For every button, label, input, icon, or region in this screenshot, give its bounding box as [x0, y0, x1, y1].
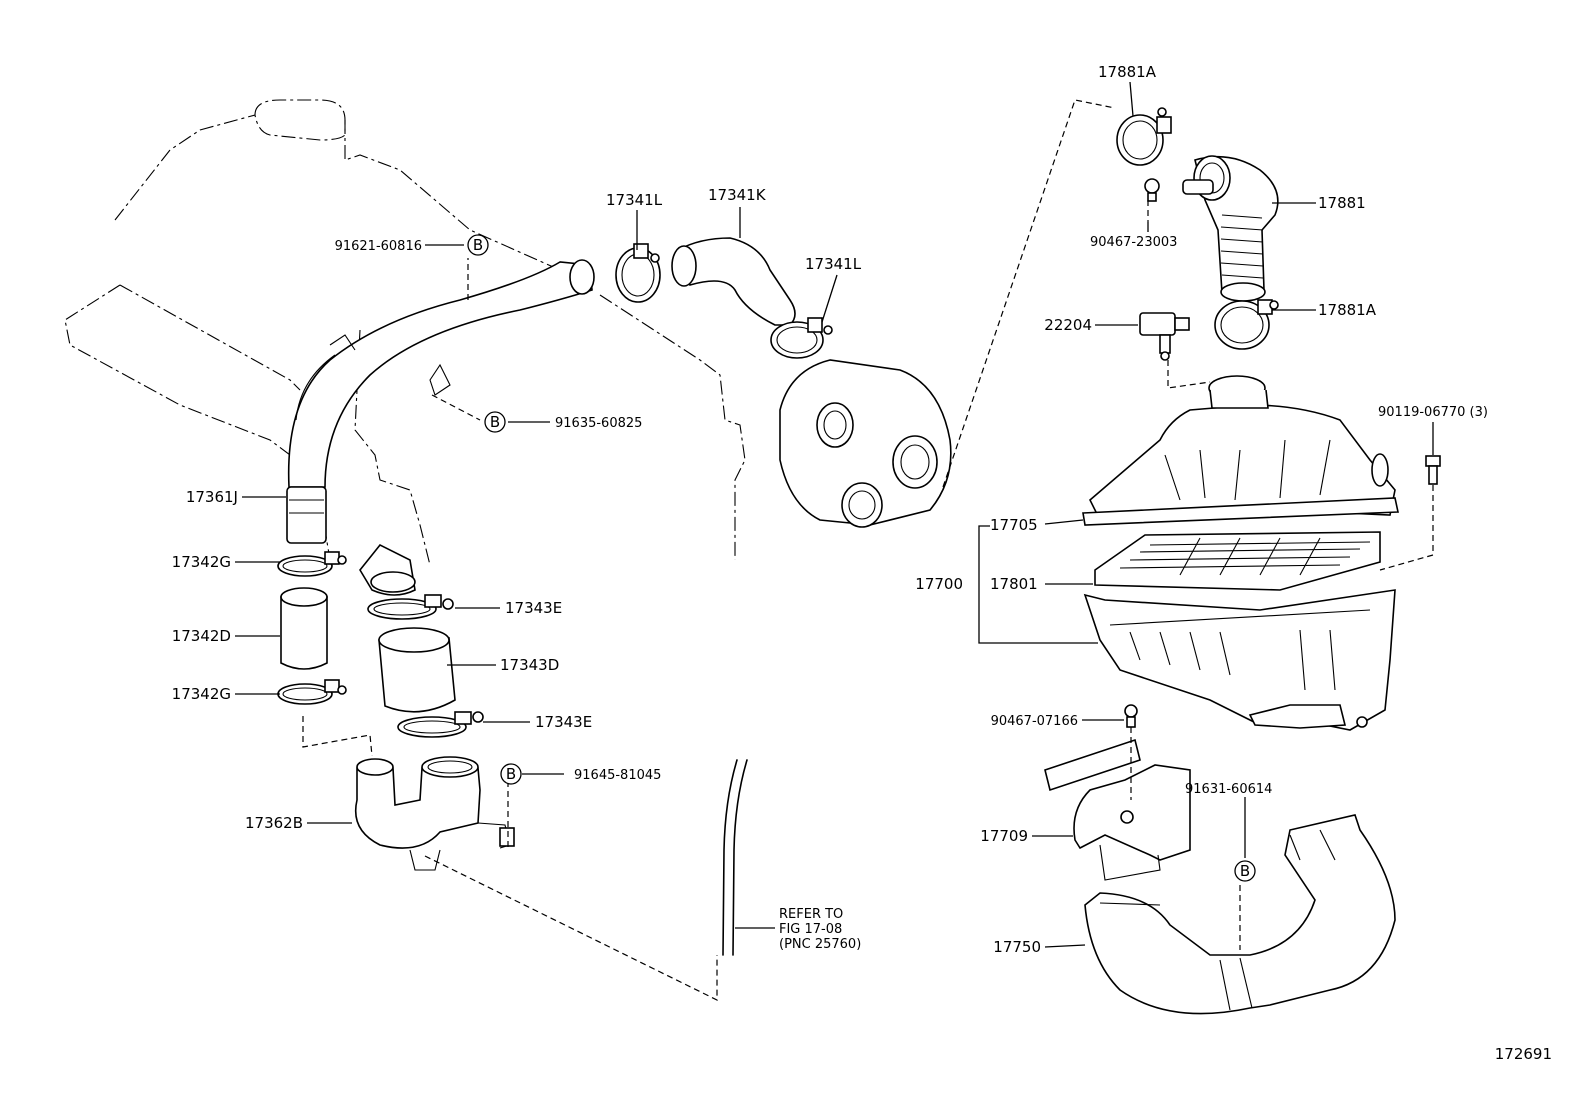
label-17801: 17801: [990, 575, 1038, 593]
label-91631-60614: 91631-60614: [1185, 782, 1272, 797]
label-91645-81045: 91645-81045: [574, 768, 661, 783]
hose-clamp-17343E-a: [367, 594, 454, 620]
hose-17341K: [671, 237, 796, 326]
air-cleaner-element-17801: [1094, 531, 1381, 591]
label-17362B: 17362B: [245, 814, 303, 832]
label-17343E-a: 17343E: [505, 599, 562, 617]
badge-b-91621: B: [467, 234, 489, 256]
label-17700: 17700: [915, 575, 963, 593]
throttle-body: [779, 359, 952, 528]
hose-clamp-17881A-bottom: [1214, 299, 1279, 350]
air-hose-17881: [1182, 155, 1279, 302]
hose-clamp-17342G-b: [277, 679, 347, 705]
air-inlet-17709: [1044, 738, 1191, 881]
label-17750: 17750: [993, 938, 1041, 956]
air-cleaner-cap-17705: [1082, 375, 1399, 526]
label-17709: 17709: [980, 827, 1028, 845]
svg-text:B: B: [490, 413, 500, 431]
hose-17343D: [378, 627, 456, 713]
label-17341K: 17341K: [708, 186, 767, 204]
refer-note-line1: REFER TO: [779, 907, 843, 922]
bolt-90467-23003: [1144, 178, 1160, 202]
label-90467-23003: 90467-23003: [1090, 235, 1177, 250]
refer-note-line2: FIG 17-08: [779, 922, 842, 937]
part-labels: 17881A 17341L 17341K 17341L 17881 90467-…: [172, 63, 1552, 1063]
air-duct-17750: [1084, 814, 1396, 1015]
label-17361J: 17361J: [186, 488, 238, 506]
label-90467-07166: 90467-07166: [991, 714, 1078, 729]
hose-clamp-17341L-a: [615, 243, 661, 303]
air-flow-meter-22204: [1139, 312, 1190, 361]
hose-clamp-17342G-a: [277, 551, 347, 577]
badge-b-91631: B: [1234, 860, 1256, 882]
label-17342D: 17342D: [172, 627, 231, 645]
label-17705: 17705: [990, 516, 1038, 534]
label-17343E-b: 17343E: [535, 713, 592, 731]
label-17343D: 17343D: [500, 656, 559, 674]
pcv-tube: [722, 759, 748, 956]
label-91621-60816: 91621-60816: [335, 239, 422, 254]
svg-text:B: B: [506, 765, 516, 783]
label-17881A-top: 17881A: [1098, 63, 1157, 81]
figure-id: 172691: [1495, 1045, 1552, 1063]
hose-17342D: [280, 587, 328, 670]
clip-90467-07166: [1124, 704, 1138, 728]
intake-duct-17362B: [355, 756, 515, 871]
intake-pipe-stub: [359, 543, 416, 596]
bolt-90119-06770: [1425, 455, 1441, 485]
svg-text:B: B: [473, 236, 483, 254]
label-90119-06770: 90119-06770 (3): [1378, 405, 1488, 420]
label-17881A-bottom: 17881A: [1318, 301, 1377, 319]
hose-clamp-17881A-top: [1116, 107, 1172, 166]
refer-note-line3: (PNC 25760): [779, 937, 861, 952]
label-17341L-a: 17341L: [606, 191, 663, 209]
hose-clamp-17343E-b: [397, 711, 484, 738]
badge-b-91645: B: [500, 763, 522, 785]
svg-text:B: B: [1240, 862, 1250, 880]
label-17342G-a: 17342G: [172, 553, 231, 571]
label-17342G-b: 17342G: [172, 685, 231, 703]
label-17341L-b: 17341L: [805, 255, 862, 273]
badge-b-91635: B: [484, 411, 506, 433]
air-pipe-17361J: [286, 259, 595, 544]
leader-lines: [235, 81, 1434, 948]
air-cleaner-case: [1083, 589, 1396, 731]
dashed-connection-lines: [302, 99, 1434, 1001]
label-17881: 17881: [1318, 194, 1366, 212]
label-91635-60825: 91635-60825: [555, 416, 642, 431]
hose-clamp-17341L-b: [770, 317, 833, 359]
label-22204: 22204: [1044, 316, 1092, 334]
